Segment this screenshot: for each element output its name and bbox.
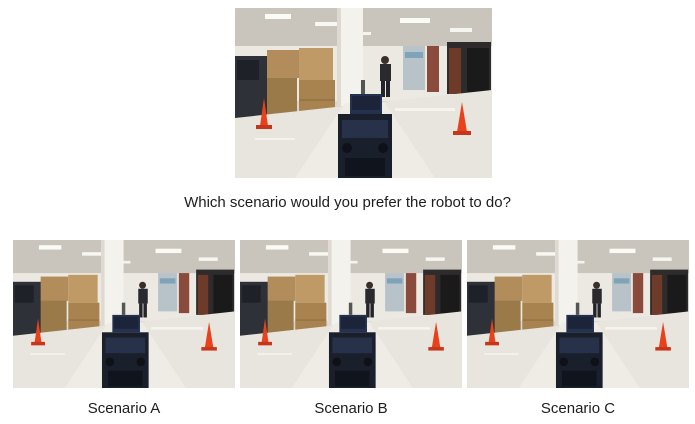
hallway-robot-image (235, 8, 492, 178)
hallway-robot-image (13, 240, 235, 388)
scenario-a-photo[interactable] (13, 240, 235, 388)
scenario-c-photo[interactable] (467, 240, 689, 388)
hallway-robot-image (240, 240, 462, 388)
scenario-a-label: Scenario A (87, 400, 161, 417)
question-text: Which scenario would you prefer the robo… (184, 194, 511, 211)
scenario-b-photo[interactable] (240, 240, 462, 388)
scenario-c-label: Scenario C (540, 400, 616, 417)
scenario-b-label: Scenario B (314, 400, 388, 417)
top-scene-photo (235, 8, 492, 178)
hallway-robot-image (467, 240, 689, 388)
